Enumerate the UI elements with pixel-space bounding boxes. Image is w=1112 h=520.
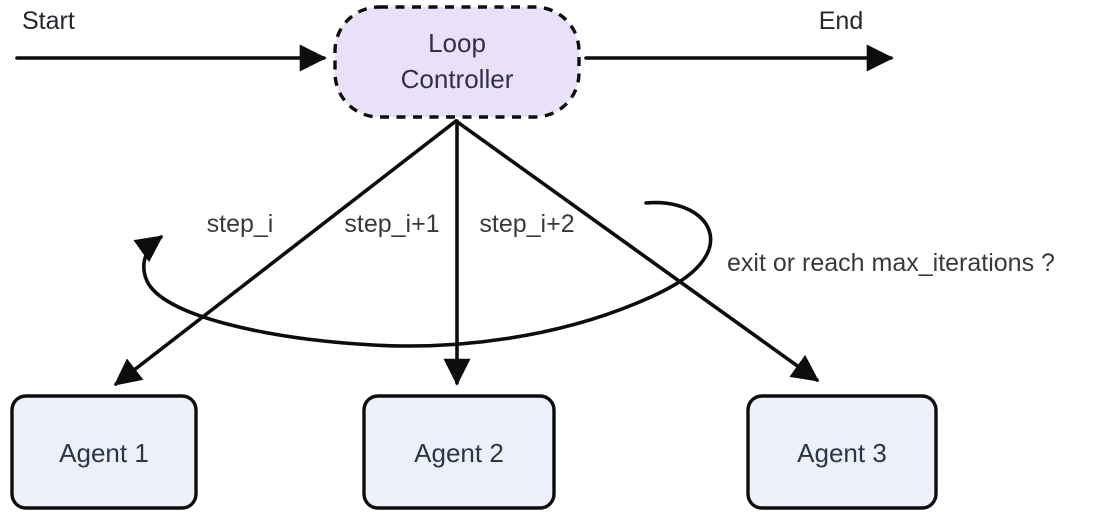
- agent1-node: [10, 394, 198, 510]
- edge-label-step-i: step_i: [207, 210, 274, 238]
- edge-label-step-i-plus-1: step_i+1: [344, 210, 439, 238]
- loop-controller-node: [333, 5, 581, 119]
- agent2-node: [362, 394, 556, 510]
- loop-controller-label-line2: Controller: [401, 64, 514, 94]
- edge-loop-controller-to-agent1: [113, 119, 458, 386]
- edge-loop-controller-to-agent3: [454, 119, 820, 382]
- start-label: Start: [22, 7, 75, 35]
- edge-loop-back: [133, 200, 713, 348]
- agent3-node: [746, 394, 938, 510]
- agent1-label: Agent 1: [59, 438, 149, 468]
- agent3-label: Agent 3: [797, 438, 887, 468]
- edge-label-step-i-plus-2: step_i+2: [479, 210, 574, 238]
- edge-label-loop-condition: exit or reach max_iterations ?: [727, 249, 1055, 277]
- end-label: End: [819, 7, 863, 35]
- loop-controller-label-line1: Loop: [428, 28, 486, 58]
- agent2-label: Agent 2: [414, 438, 504, 468]
